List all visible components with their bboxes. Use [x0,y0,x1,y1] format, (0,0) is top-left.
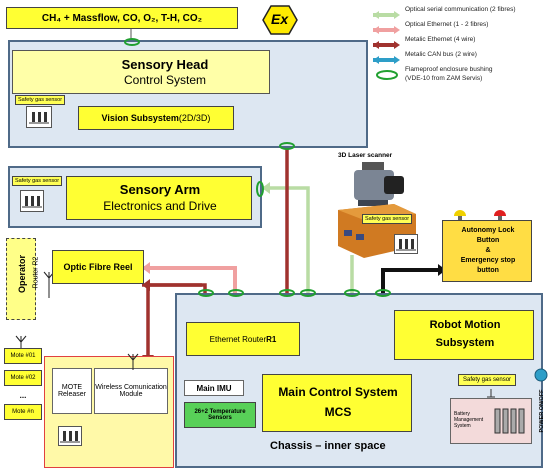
bushing-head-top-icon [124,38,140,46]
legend-swatch-bushing [375,67,399,80]
legend-metalic-ethernet: Metalic Ethernet (4 wire) [405,36,476,43]
mote-02: Mote #02 [4,370,42,386]
bushing-chassis-3-icon [279,288,295,298]
mcs-line-1: Main Control System [278,385,398,399]
mcs-box: Main Control System MCS [262,374,412,432]
safety-gas-sensor-head-label: Safety gas sensor [15,95,66,105]
autonomy-line-3: & [485,247,491,254]
arrow-reel-left2 [142,279,150,291]
power-label: POWER ON/OFF [539,389,545,433]
sensor-connector-icon [486,388,496,400]
operator-label: Operator [17,255,27,294]
ex-hexagon-icon [262,5,298,35]
gas-sensor-icon [20,190,44,212]
yellow-lamp-icon [452,204,468,220]
legend-swatch-optical-serial [372,6,402,19]
battery-cells-icon [493,405,527,439]
sensory-head-box: Sensory Head Control System [12,50,270,94]
gas-sensor-icon [58,426,82,446]
power-button-icon[interactable] [534,368,548,382]
robot-motion-box: Robot Motion Subsystem [394,310,534,360]
bushing-chassis-1-icon [198,288,214,298]
ex-text: Ex [271,11,289,27]
legend-swatch-optical-ethernet [372,21,402,34]
robot-motion-line-2: Subsystem [435,337,495,349]
bushing-arm-icon [255,181,265,197]
sensory-arm-title: Sensory Arm [119,182,201,197]
operator-router-box: Operator Router R2 [6,238,40,320]
vision-subsystem-box: Vision Subsystem (2D/3D) [78,106,234,130]
sensory-head-title: Sensory Head [121,57,209,72]
ethernet-router-prefix: Ethernet Router [209,334,267,344]
gas-sensor-icon [26,106,52,128]
sensory-arm-subtitle: Electronics and Drive [103,199,217,213]
safety-gas-sensor-chassis-label: Safety gas sensor [458,374,517,386]
robot-motion-line-1: Robot Motion [429,319,501,331]
autonomy-line-2: Button [476,237,500,244]
chassis-label: Chassis – inner space [270,440,386,452]
ex-symbol: Ex [262,5,298,35]
battery-management-box: Battery Management System [450,398,532,444]
bushing-head-bottom-icon [279,142,295,150]
vision-subsystem-label: Vision Subsystem [101,113,179,123]
arrow-arm-left [262,182,270,194]
optic-fibre-reel-box: Optic Fibre Reel [52,250,144,284]
temperature-sensors-box: 26+2 Temperature Sensors [184,402,256,428]
legend-swatch-can-bus [372,51,402,64]
router-r2-label: Router R2 [32,256,40,289]
autonomy-stop-box: Autonomy Lock Button & Emergency stop bu… [442,220,532,282]
safety-gas-sensor-scanner-label: Safety gas sensor [362,214,413,224]
ethernet-router-id: R1 [266,334,277,344]
gas-sensor-icon [394,234,418,254]
bushing-chassis-2-icon [228,288,244,298]
mote-n: Mote #n [4,404,42,420]
bushing-chassis-5-icon [344,288,360,298]
legend: Optical serial communication (2 fibres) … [372,4,550,99]
autonomy-line-1: Autonomy Lock [461,227,515,234]
legend-bushing-note: (VDE-10 from ZAM Servis) [405,75,483,82]
antenna-wireless-icon [126,352,140,370]
mote-releaser-box: MOTE Releaser [52,368,92,414]
bushing-chassis-6-icon [375,288,391,298]
battery-management-label: Battery Management System [454,411,484,429]
autonomy-line-5: button [477,267,499,274]
sensory-arm-box: Sensory Arm Electronics and Drive [66,176,252,220]
red-lamp-icon [492,204,508,220]
wireless-module-box: Wireless Comunication Module [94,368,168,414]
vision-subsystem-suffix: (2D/3D) [178,113,211,123]
legend-bushing: Flameproof enclosure bushing [405,66,493,73]
main-imu-box: Main IMU [184,380,244,396]
legend-can-bus: Metalic CAN bus (2 wire) [405,51,477,58]
safety-gas-sensor-arm-label: Safety gas sensor [12,176,63,186]
legend-optical-ethernet: Optical Ethernet (1 - 2 fibres) [405,21,489,28]
gas-sensors-label: CH₄ + Massflow, CO, O₂, T-H, CO₂ [6,7,238,29]
mcs-line-2: MCS [324,405,352,419]
sensory-head-subtitle: Control System [123,73,207,87]
mote-01: Mote #01 [4,348,42,364]
arrow-reel-left [142,262,150,274]
laser-scanner-label: 3D Laser scanner [338,152,393,159]
ethernet-router-r1-box: Ethernet Router R1 [186,322,300,356]
bushing-chassis-4-icon [300,288,316,298]
legend-swatch-metalic-ethernet [372,36,402,49]
autonomy-line-4: Emergency stop [460,257,516,264]
mote-ellipsis: ... [19,390,27,400]
legend-optical-serial: Optical serial communication (2 fibres) [405,6,516,13]
